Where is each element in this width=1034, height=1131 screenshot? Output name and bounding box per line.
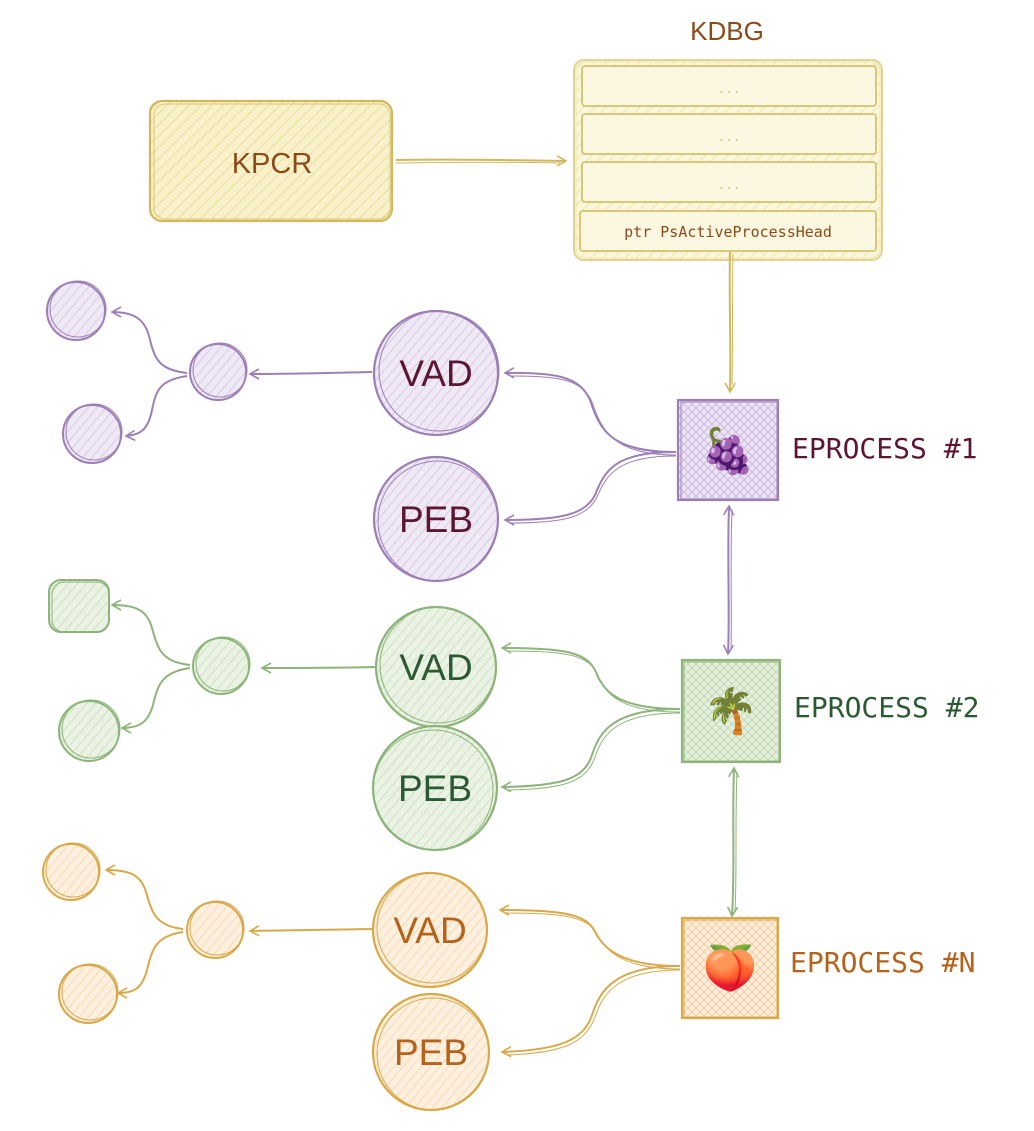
vad-node: VAD	[374, 605, 498, 729]
svg-text:...: ...	[717, 82, 740, 97]
peach-icon: 🍑	[703, 943, 758, 993]
vad-label: VAD	[399, 647, 472, 688]
ps-active-process-head-label: ptr PsActiveProcessHead	[624, 223, 832, 241]
peb-node: PEB	[371, 992, 491, 1112]
vad-tree-node	[192, 636, 251, 695]
palm-tree-icon: 🌴	[704, 686, 759, 736]
grapes-icon: 🍇	[701, 426, 756, 477]
vad-tree-node	[186, 900, 245, 959]
vad-tree-leaf	[46, 280, 107, 341]
eprocess-label: EPROCESS #N	[790, 946, 975, 979]
vad-tree-leaf	[48, 579, 110, 633]
kpcr-label: KPCR	[232, 148, 313, 180]
vad-tree-leaf	[42, 842, 101, 901]
eprocess-box: 🍑	[680, 916, 780, 1020]
vad-tree-leaf	[58, 699, 121, 762]
vad-label: VAD	[393, 910, 466, 951]
eprocess-label: EPROCESS #2	[794, 691, 979, 724]
svg-text:...: ...	[717, 130, 740, 145]
peb-node: PEB	[371, 724, 499, 852]
kdbg-row: ...	[581, 113, 877, 155]
peb-label: PEB	[394, 1032, 468, 1073]
process-group-n: VAD PEB 🍑 EPROCESS #N	[42, 842, 975, 1112]
kdbg-row: ...	[581, 65, 877, 107]
eprocess-box: 🍇	[676, 398, 780, 502]
kpcr-to-kdbg-arrow	[395, 155, 568, 167]
process-group-2: VAD PEB 🌴 EPROCESS #2	[48, 579, 979, 852]
flink-blink-arrow-2-n	[726, 766, 740, 918]
vad-tree-leaf	[58, 963, 119, 1024]
peb-node: PEB	[372, 455, 500, 583]
vad-tree-node	[189, 342, 248, 401]
peb-label: PEB	[398, 768, 472, 809]
vad-node: VAD	[371, 871, 489, 989]
process-group-1: VAD PEB 🍇 EPROCESS #1	[46, 280, 977, 583]
eprocess-label: EPROCESS #1	[792, 432, 977, 465]
kdbg-row: ...	[581, 161, 877, 203]
flink-blink-arrow-1-2	[722, 504, 735, 656]
kdbg-pointer-row: ptr PsActiveProcessHead	[579, 210, 877, 252]
kpcr-structure: KPCR	[148, 99, 394, 223]
eprocess-box: 🌴	[680, 658, 782, 764]
ps-active-process-head-arrow	[724, 251, 736, 394]
kdbg-title: KDBG	[690, 16, 764, 46]
vad-tree-leaf	[62, 403, 123, 464]
kdbg-structure: KDBG ... ... ... ptr PsActiveProcessHead	[573, 16, 883, 261]
vad-node: VAD	[372, 309, 500, 437]
vad-label: VAD	[399, 353, 472, 394]
peb-label: PEB	[399, 499, 473, 540]
svg-text:...: ...	[717, 178, 740, 193]
